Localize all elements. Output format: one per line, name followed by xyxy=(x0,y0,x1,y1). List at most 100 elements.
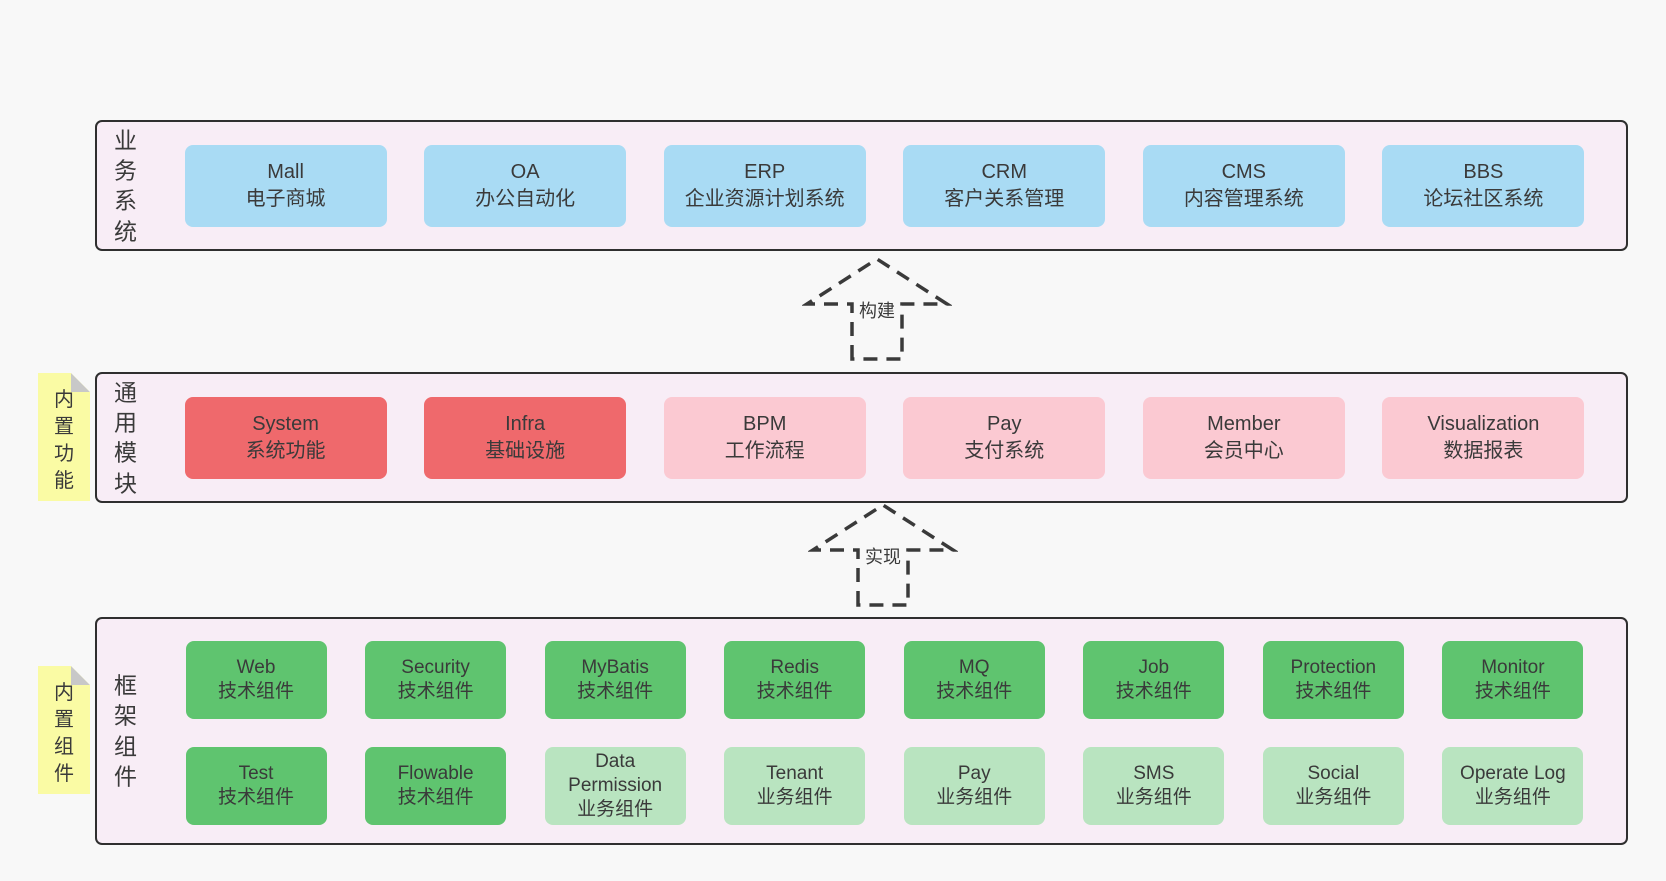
box-pay-module-title: Pay xyxy=(987,413,1022,436)
box-erp-subtitle: 企业资源计划系统 xyxy=(684,187,845,210)
box-social: Social 业务组件 xyxy=(1262,747,1404,825)
box-job-title: Job xyxy=(1138,656,1170,678)
sticky-components-label: 内置组件 xyxy=(54,682,74,785)
box-mq-title: MQ xyxy=(958,656,990,678)
layer-business-systems: 业务系统 Mall 电子商城 OA 办公自动化 ERP 企业资源计划系统 CRM… xyxy=(95,120,1628,251)
box-monitor-subtitle: 技术组件 xyxy=(1474,681,1551,702)
box-monitor: Monitor 技术组件 xyxy=(1442,641,1584,719)
box-social-title: Social xyxy=(1307,762,1360,784)
box-data-permission-title: Data Permission xyxy=(568,750,663,796)
layer-modules-label: 通用模块 xyxy=(114,378,137,496)
box-mybatis-subtitle: 技术组件 xyxy=(577,681,654,702)
box-mall-subtitle: 电子商城 xyxy=(245,187,326,210)
layer-business-label: 业务系统 xyxy=(114,126,137,244)
arrow-build: 构建 xyxy=(801,256,953,362)
modules-box-row: System 系统功能 Infra 基础设施 BPM 工作流程 Pay 支付系统… xyxy=(147,374,1622,501)
layer-common-modules: 通用模块 System 系统功能 Infra 基础设施 BPM 工作流程 Pay… xyxy=(95,372,1628,503)
arrow-implement-label: 实现 xyxy=(861,542,905,570)
box-crm-title: CRM xyxy=(981,161,1028,184)
dashed-up-arrow-icon xyxy=(807,502,959,607)
box-infra: Infra 基础设施 xyxy=(424,396,627,479)
box-oa-subtitle: 办公自动化 xyxy=(475,187,576,210)
box-protection: Protection 技术组件 xyxy=(1262,641,1404,719)
box-job: Job 技术组件 xyxy=(1083,641,1225,719)
box-sms-title: SMS xyxy=(1133,762,1175,784)
box-mall-title: Mall xyxy=(267,161,304,184)
box-security-subtitle: 技术组件 xyxy=(397,681,474,702)
layer-framework-components: 框架组件 Web 技术组件 Security 技术组件 MyBatis 技术组件… xyxy=(95,617,1628,845)
box-bpm-title: BPM xyxy=(743,413,787,436)
arrow-implement: 实现 xyxy=(807,502,959,608)
box-tenant: Tenant 业务组件 xyxy=(724,747,866,825)
box-data-permission-subtitle: 业务组件 xyxy=(577,799,654,821)
box-redis-subtitle: 技术组件 xyxy=(756,681,833,702)
box-system: System 系统功能 xyxy=(184,396,387,479)
box-web-subtitle: 技术组件 xyxy=(218,681,295,702)
box-protection-subtitle: 技术组件 xyxy=(1295,681,1372,702)
box-tenant-title: Tenant xyxy=(766,762,824,784)
box-redis: Redis 技术组件 xyxy=(724,641,866,719)
box-infra-title: Infra xyxy=(505,413,546,436)
box-sms: SMS 业务组件 xyxy=(1083,747,1225,825)
box-sms-subtitle: 业务组件 xyxy=(1115,787,1192,808)
box-security-title: Security xyxy=(401,656,470,678)
box-test: Test 技术组件 xyxy=(185,747,327,825)
box-erp: ERP 企业资源计划系统 xyxy=(663,144,866,227)
box-pay-module: Pay 支付系统 xyxy=(903,396,1106,479)
box-infra-subtitle: 基础设施 xyxy=(485,439,566,462)
box-member-title: Member xyxy=(1207,413,1281,436)
sticky-note-built-in-functions: 内置功能 xyxy=(38,373,90,501)
box-cms-title: CMS xyxy=(1221,161,1267,184)
box-bbs-subtitle: 论坛社区系统 xyxy=(1423,187,1544,210)
box-test-subtitle: 技术组件 xyxy=(218,787,295,808)
box-visualization: Visualization 数据报表 xyxy=(1382,396,1585,479)
box-pay-component: Pay 业务组件 xyxy=(903,747,1045,825)
components-box-row-1: Web 技术组件 Security 技术组件 MyBatis 技术组件 Redi… xyxy=(147,641,1622,719)
box-operate-log-title: Operate Log xyxy=(1460,762,1566,784)
box-mall: Mall 电子商城 xyxy=(184,144,387,227)
box-mybatis: MyBatis 技术组件 xyxy=(544,641,686,719)
box-member-subtitle: 会员中心 xyxy=(1203,439,1284,462)
box-mq: MQ 技术组件 xyxy=(903,641,1045,719)
box-protection-title: Protection xyxy=(1290,656,1377,678)
box-operate-log: Operate Log 业务组件 xyxy=(1442,747,1584,825)
box-web: Web 技术组件 xyxy=(185,641,327,719)
sticky-functions-label: 内置功能 xyxy=(54,389,74,492)
box-social-subtitle: 业务组件 xyxy=(1295,787,1372,808)
box-mybatis-title: MyBatis xyxy=(581,656,649,678)
box-bbs: BBS 论坛社区系统 xyxy=(1382,144,1585,227)
box-data-permission: Data Permission 业务组件 xyxy=(544,747,686,825)
dashed-up-arrow-icon xyxy=(801,256,953,361)
box-visualization-subtitle: 数据报表 xyxy=(1443,439,1524,462)
arrow-build-label: 构建 xyxy=(855,296,899,324)
box-bpm-subtitle: 工作流程 xyxy=(724,439,805,462)
box-system-title: System xyxy=(252,413,319,436)
box-redis-title: Redis xyxy=(770,656,819,678)
box-mq-subtitle: 技术组件 xyxy=(936,681,1013,702)
box-job-subtitle: 技术组件 xyxy=(1115,681,1192,702)
box-security: Security 技术组件 xyxy=(365,641,507,719)
components-box-row-2: Test 技术组件 Flowable 技术组件 Data Permission … xyxy=(147,747,1622,825)
layer-components-label: 框架组件 xyxy=(114,672,137,790)
box-flowable: Flowable 技术组件 xyxy=(365,747,507,825)
box-web-title: Web xyxy=(236,656,276,678)
box-oa: OA 办公自动化 xyxy=(424,144,627,227)
box-pay-component-subtitle: 业务组件 xyxy=(936,787,1013,808)
box-monitor-title: Monitor xyxy=(1481,656,1545,678)
box-erp-title: ERP xyxy=(744,161,786,184)
box-flowable-title: Flowable xyxy=(397,762,474,784)
box-member: Member 会员中心 xyxy=(1142,396,1345,479)
box-crm-subtitle: 客户关系管理 xyxy=(944,187,1065,210)
box-cms: CMS 内容管理系统 xyxy=(1142,144,1345,227)
box-cms-subtitle: 内容管理系统 xyxy=(1183,187,1304,210)
box-visualization-title: Visualization xyxy=(1427,413,1540,436)
box-crm: CRM 客户关系管理 xyxy=(903,144,1106,227)
box-pay-module-subtitle: 支付系统 xyxy=(964,439,1045,462)
box-pay-component-title: Pay xyxy=(957,762,991,784)
business-box-row: Mall 电子商城 OA 办公自动化 ERP 企业资源计划系统 CRM 客户关系… xyxy=(147,122,1622,249)
box-test-title: Test xyxy=(238,762,274,784)
box-operate-log-subtitle: 业务组件 xyxy=(1474,787,1551,808)
box-bbs-title: BBS xyxy=(1463,161,1504,184)
box-bpm: BPM 工作流程 xyxy=(663,396,866,479)
